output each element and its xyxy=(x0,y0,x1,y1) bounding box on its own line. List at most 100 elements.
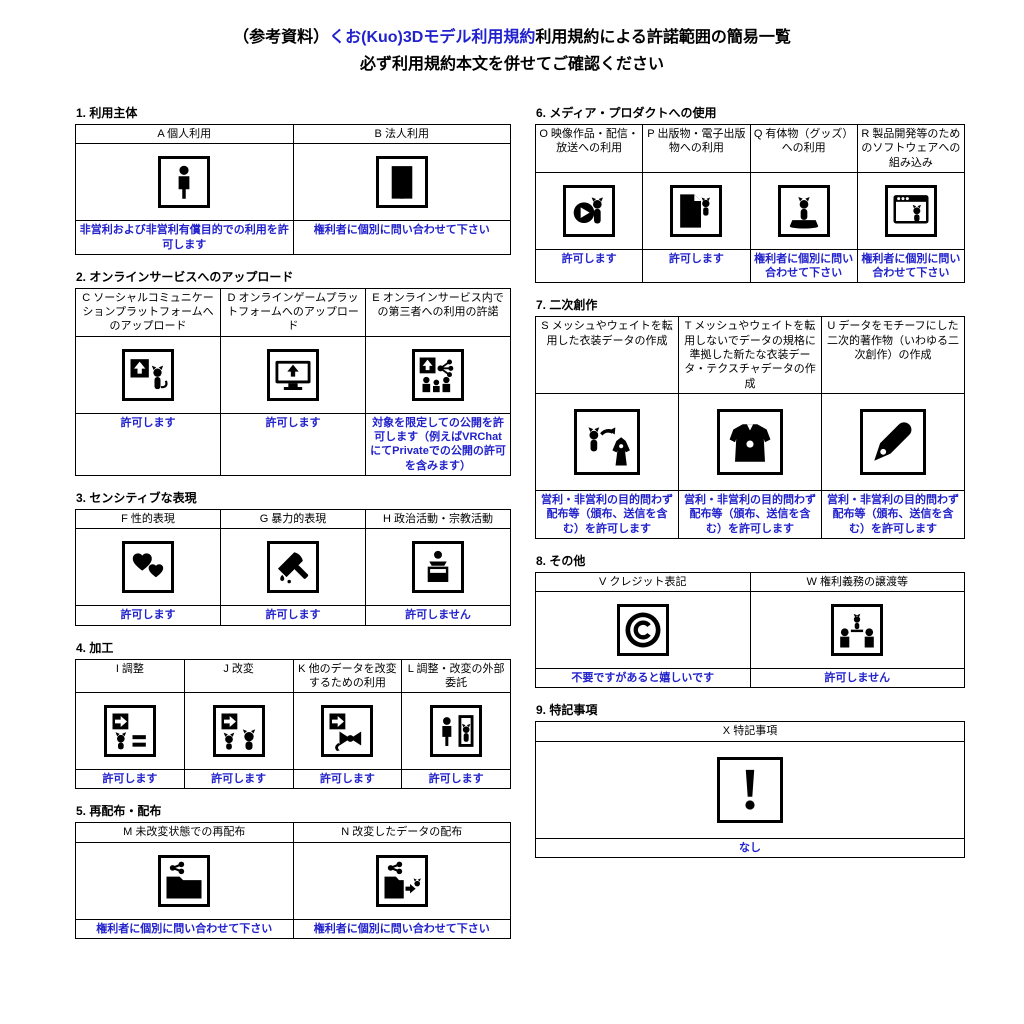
icon-cell xyxy=(75,841,294,920)
category-header: L 調整・改変の外部委託 xyxy=(401,658,511,694)
icon-cell xyxy=(365,528,511,607)
category-header: A 個人利用 xyxy=(75,123,294,145)
category-header: D オンラインゲームプラットフォームへのアップロード xyxy=(220,287,366,337)
icon-cell xyxy=(220,335,366,414)
title-terms-link[interactable]: くお(Kuo)3Dモデル利用規約 xyxy=(329,29,536,46)
result-text: 不要ですがあると嬉しいです xyxy=(535,668,751,689)
result-text: 許可します xyxy=(292,769,403,790)
share-folder-modified-icon xyxy=(375,854,428,907)
result-text: 権利者に個別に問い合わせて下さい xyxy=(75,918,294,940)
icon-cell xyxy=(75,528,221,607)
icon-cell xyxy=(292,692,403,771)
result-text: 許可します xyxy=(220,605,366,626)
goods-icon xyxy=(777,184,830,237)
table-sensitive-expression: F 性的表現 G 暴力的表現 H 政治活動・宗教活動 許可します 許可します 許… xyxy=(75,508,511,626)
pen-icon xyxy=(860,408,926,475)
table-online-upload: C ソーシャルコミュニケーションプラットフォームへのアップロード D オンライン… xyxy=(75,287,511,476)
software-cat-icon xyxy=(884,184,937,237)
left-column: 1. 利用主体 A 個人利用 B 法人利用 非営利および非営利有償目的での利用を… xyxy=(75,104,511,952)
result-text: 営利・非営利の目的問わず配布等（頒布、送信を含む）を許可します xyxy=(821,489,965,539)
category-header: R 製品開発等のためのソフトウェアへの組み込み xyxy=(856,124,966,173)
result-text: 許可します xyxy=(75,769,185,790)
table-redistribution: M 未改変状態での再配布 N 改変したデータの配布 権利者に個別に問い合わせて下… xyxy=(75,822,511,940)
table-usage-subject: A 個人利用 B 法人利用 非営利および非営利有償目的での利用を許可します 権利… xyxy=(75,123,511,255)
icon-cell xyxy=(856,171,966,250)
section-heading: 9. 特記事項 xyxy=(536,703,598,718)
icon-cell xyxy=(75,143,294,222)
section-heading: 6. メディア・プロダクトへの使用 xyxy=(536,106,717,120)
icon-cell xyxy=(183,692,294,771)
icon-cell xyxy=(75,335,221,414)
result-text: 許可します xyxy=(75,605,221,626)
category-header: T メッシュやウェイトを転用しないでデータの規格に準拠した新たな衣装データ・テク… xyxy=(678,316,822,394)
result-text: 許可します xyxy=(75,412,221,476)
result-text: 営利・非営利の目的問わず配布等（頒布、送信を含む）を許可します xyxy=(535,489,679,539)
podium-icon xyxy=(412,541,464,594)
category-header: S メッシュやウェイトを転用した衣装データの作成 xyxy=(535,316,679,394)
result-text: 許可します xyxy=(642,248,751,284)
hearts-icon xyxy=(122,541,174,594)
icon-cell xyxy=(535,392,679,491)
copyright-icon xyxy=(616,604,669,657)
category-header: P 出版物・電子出版物への利用 xyxy=(642,124,751,173)
result-text: 許可します xyxy=(220,412,366,476)
result-text: 対象を限定しての公開を許可します（例えばVRChatにてPrivateでの公開の… xyxy=(365,412,511,476)
table-media-products: O 映像作品・配信・放送への利用 P 出版物・電子出版物への利用 Q 有体物（グ… xyxy=(534,124,966,284)
category-header: I 調整 xyxy=(75,658,185,694)
icon-cell xyxy=(75,692,185,771)
section-sensitive-expression: 3. センシティブな表現 F 性的表現 G 暴力的表現 H 政治活動・宗教活動 … xyxy=(75,489,511,626)
costume-reuse-icon xyxy=(574,408,640,475)
result-text: 許可します xyxy=(401,769,511,790)
result-text: 営利・非営利の目的問わず配布等（頒布、送信を含む）を許可します xyxy=(678,489,822,539)
result-text: 権利者に個別に問い合わせて下さい xyxy=(856,248,966,284)
category-header: B 法人利用 xyxy=(292,123,511,145)
section-redistribution: 5. 再配布・配布 M 未改変状態での再配布 N 改変したデータの配布 権利者に… xyxy=(75,802,511,940)
section-heading: 2. オンラインサービスへのアップロード xyxy=(76,269,294,284)
upload-cat-icon xyxy=(122,348,174,401)
right-column: 6. メディア・プロダクトへの使用 O 映像作品・配信・放送への利用 P 出版物… xyxy=(534,104,966,871)
section-heading: 7. 二次創作 xyxy=(536,298,598,313)
category-header: Q 有体物（グッズ）への利用 xyxy=(749,124,858,173)
icon-cell xyxy=(401,692,511,771)
category-header: V クレジット表記 xyxy=(535,571,751,593)
table-modification: I 調整 J 改変 K 他のデータを改変するための利用 L 調整・改変の外部委託… xyxy=(75,658,511,790)
icon-cell xyxy=(220,528,366,607)
section-heading: 8. その他 xyxy=(536,553,586,568)
section-heading: 1. 利用主体 xyxy=(76,106,138,120)
result-text: 権利者に個別に問い合わせて下さい xyxy=(292,918,511,940)
knife-icon xyxy=(267,541,319,594)
title-line1: （参考資料）くお(Kuo)3Dモデル利用規約利用規約による許諾範囲の簡易一覧 xyxy=(0,24,1024,51)
category-header: N 改変したデータの配布 xyxy=(292,822,511,843)
icon-cell xyxy=(365,335,511,414)
modify-icon xyxy=(212,705,265,758)
section-special-notes: 9. 特記事項 X 特記事項 なし xyxy=(535,701,965,859)
icon-cell xyxy=(642,171,751,250)
title-prefix: （参考資料） xyxy=(233,29,330,46)
section-derivative-works: 7. 二次創作 S メッシュやウェイトを転用した衣装データの作成 T メッシュや… xyxy=(535,296,965,539)
category-header: O 映像作品・配信・放送への利用 xyxy=(534,124,644,173)
category-header: W 権利義務の譲渡等 xyxy=(749,571,965,593)
icon-cell xyxy=(534,171,644,250)
icon-cell xyxy=(678,392,822,491)
outsource-icon xyxy=(430,705,483,758)
result-text: 権利者に個別に問い合わせて下さい xyxy=(749,248,858,284)
page-title: （参考資料）くお(Kuo)3Dモデル利用規約利用規約による許諾範囲の簡易一覧 必… xyxy=(0,24,1024,78)
result-text: 権利者に個別に問い合わせて下さい xyxy=(292,220,511,255)
category-header: M 未改変状態での再配布 xyxy=(75,822,294,843)
result-text: 許可しません xyxy=(749,668,965,689)
section-usage-subject: 1. 利用主体 A 個人利用 B 法人利用 非営利および非営利有償目的での利用を… xyxy=(75,104,511,255)
result-text: 許可しません xyxy=(365,605,511,626)
building-icon xyxy=(375,156,428,209)
category-header: F 性的表現 xyxy=(75,508,221,530)
category-header: K 他のデータを改変するための利用 xyxy=(292,658,403,694)
icon-cell xyxy=(535,591,751,670)
table-other: V クレジット表記 W 権利義務の譲渡等 不要ですがあると嬉しいです 許可しませ… xyxy=(535,571,965,689)
category-header: G 暴力的表現 xyxy=(220,508,366,530)
table-special-notes: X 特記事項 なし xyxy=(535,721,965,859)
transfer-icon xyxy=(831,604,884,657)
result-text: 許可します xyxy=(183,769,294,790)
result-text: 非営利および非営利有償目的での利用を許可します xyxy=(75,220,294,255)
icon-cell xyxy=(749,591,965,670)
icon-cell xyxy=(821,392,965,491)
category-header: U データをモチーフにした二次的著作物（いわゆる二次創作）の作成 xyxy=(821,316,965,394)
